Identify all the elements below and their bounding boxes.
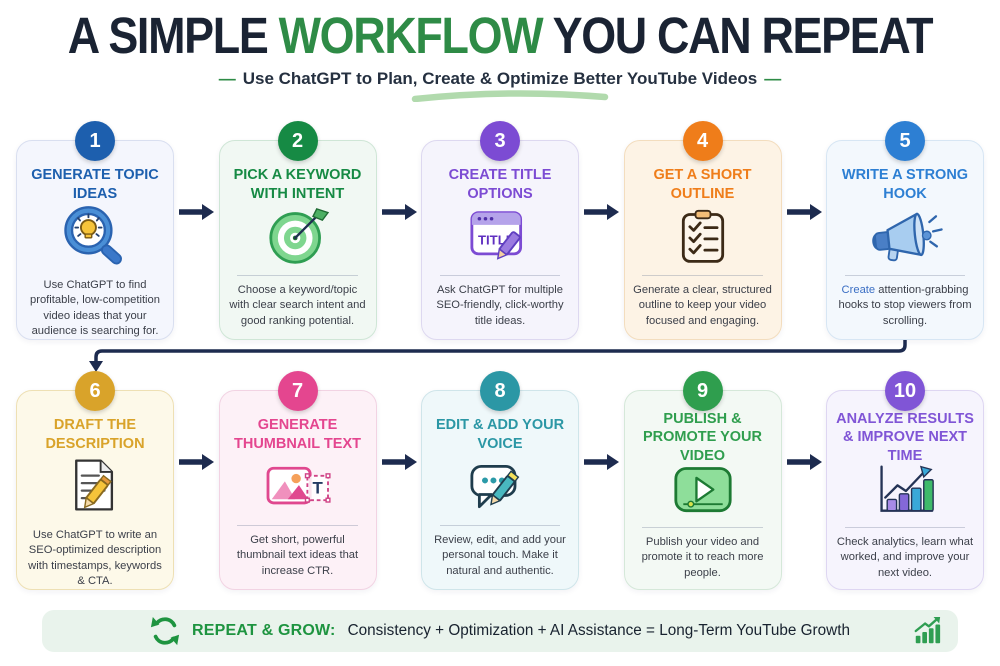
flow-arrow xyxy=(377,390,422,590)
step-title: PUBLISH & PROMOTE YOUR VIDEO xyxy=(643,411,762,464)
card-divider xyxy=(439,525,561,526)
subtitle-dash-left: — xyxy=(218,69,236,89)
step-number-badge: 9 xyxy=(682,371,723,411)
magnifier-lightbulb-icon xyxy=(56,205,134,265)
flow-arrow-icon xyxy=(584,454,620,470)
page-title: A SIMPLE WORKFLOW YOU CAN REPEAT xyxy=(60,7,940,64)
card-divider xyxy=(642,275,763,276)
footer-label: REPEAT & GROW: xyxy=(192,622,336,639)
megaphone-icon xyxy=(866,205,944,269)
flow-arrow xyxy=(579,140,624,340)
step-description: Ask ChatGPT for multiple SEO-friendly, c… xyxy=(436,284,564,327)
step-description: Choose a keyword/topic with clear search… xyxy=(229,284,366,327)
step-card-5: 5 WRITE A STRONG HOOK xyxy=(826,121,984,340)
step-number-badge: 1 xyxy=(75,121,115,161)
step-number-badge: 2 xyxy=(277,121,318,161)
footer-text: Consistency + Optimization + AI Assistan… xyxy=(347,622,850,639)
step-number-badge: 6 xyxy=(75,371,115,411)
workflow-row-1: 1 GENERATE TOPIC IDEAS xyxy=(16,121,984,340)
step-description: Use ChatGPT to write an SEO-optimized de… xyxy=(28,529,162,588)
card-divider xyxy=(642,526,763,528)
step-title: GENERATE TOPIC IDEAS xyxy=(31,167,159,202)
step-card-1: 1 GENERATE TOPIC IDEAS xyxy=(16,121,174,340)
card-divider xyxy=(844,526,966,528)
flow-arrow-icon xyxy=(179,204,215,220)
flow-arrow-icon xyxy=(381,454,417,470)
workflow-row-2: 6 DRAFT THE DESCRIPTION xyxy=(16,371,984,590)
description-lead: Create xyxy=(841,284,876,296)
step-number-badge: 5 xyxy=(885,121,925,161)
title-highlight: WORKFLOW xyxy=(278,7,544,64)
flow-arrow-icon xyxy=(786,204,822,220)
step-title: PICK A KEYWORD WITH INTENT xyxy=(233,167,362,202)
step-number-badge: 3 xyxy=(480,121,520,161)
step-card-2: 2 PICK A KEYWORD WITH INTENT Choose a ke… xyxy=(218,121,377,340)
subtitle-text: Use ChatGPT to Plan, Create & Optimize B… xyxy=(242,69,758,89)
growth-chart-icon xyxy=(866,461,944,521)
step-description: Check analytics, learn what worked, and … xyxy=(836,535,974,579)
svg-text:T: T xyxy=(312,479,323,498)
repeat-grow-banner: REPEAT & GROW: Consistency + Optimizatio… xyxy=(42,610,958,652)
title-post: YOU CAN REPEAT xyxy=(552,7,934,64)
checklist-clipboard-icon xyxy=(664,205,742,269)
title-pre: A SIMPLE xyxy=(67,7,269,64)
step-title: CREATE TITLE OPTIONS xyxy=(448,167,552,202)
step-number-badge: 7 xyxy=(277,371,318,411)
step-card-7: 7 GENERATE THUMBNAIL TEXT T Get shor xyxy=(218,371,377,590)
step-card-9: 9 PUBLISH & PROMOTE YOUR VIDEO Publish y… xyxy=(623,371,782,590)
step-description: Review, edit, and add your personal touc… xyxy=(434,534,566,577)
step-description: Generate a clear, structured outline to … xyxy=(633,284,772,327)
flow-arrow-icon xyxy=(786,454,822,470)
growth-bars-icon xyxy=(914,616,941,644)
step-title: GENERATE THUMBNAIL TEXT xyxy=(233,417,361,452)
step-title: DRAFT THE DESCRIPTION xyxy=(45,417,145,452)
subtitle-dash-right: — xyxy=(764,69,782,89)
step-number-badge: 10 xyxy=(885,371,925,411)
page-subtitle: — Use ChatGPT to Plan, Create & Optimize … xyxy=(0,69,1000,89)
speech-bubble-pencil-icon xyxy=(461,455,539,519)
step-card-3: 3 CREATE TITLE OPTIONS TITLE Ask ChatGPT… xyxy=(421,121,579,340)
card-divider xyxy=(439,275,561,276)
underline-swoosh xyxy=(411,90,609,103)
flow-arrow xyxy=(579,390,624,590)
step-description: Create attention-grabbing hooks to stop … xyxy=(833,283,977,329)
step-card-10: 10 ANALYZE RESULTS & IMPROVE NEXT TIME C… xyxy=(826,371,984,590)
thumbnail-text-icon: T xyxy=(259,455,337,519)
card-divider xyxy=(237,275,358,276)
video-player-icon xyxy=(664,461,742,521)
step-card-8: 8 EDIT & ADD YOUR VOICE Review, edit, an… xyxy=(421,371,579,590)
description-rest: attention-grabbing hooks to stop viewers… xyxy=(838,284,972,327)
header: A SIMPLE WORKFLOW YOU CAN REPEAT — Use Ch… xyxy=(0,7,1000,103)
browser-title-pencil-icon: TITLE xyxy=(461,205,539,269)
card-divider xyxy=(844,275,966,276)
flow-arrow xyxy=(377,140,422,340)
step-number-badge: 4 xyxy=(682,121,723,161)
step-title: GET A SHORT OUTLINE xyxy=(653,167,752,202)
step-title: ANALYZE RESULTS & IMPROVE NEXT TIME xyxy=(836,411,974,464)
step-description: Use ChatGPT to find profitable, low-comp… xyxy=(30,279,160,338)
flow-arrow-icon xyxy=(381,204,417,220)
flow-arrow-icon xyxy=(179,454,215,470)
step-card-6: 6 DRAFT THE DESCRIPTION xyxy=(16,371,174,590)
flow-arrow xyxy=(174,140,219,340)
flow-arrow xyxy=(174,390,219,590)
document-pencil-icon xyxy=(56,455,134,515)
flow-arrow xyxy=(782,390,827,590)
target-arrow-icon xyxy=(259,205,337,269)
card-divider xyxy=(237,525,358,526)
step-card-4: 4 GET A SHORT OUTLINE Generate a clear, … xyxy=(623,121,782,340)
flow-arrow xyxy=(782,140,827,340)
step-description: Publish your video and promote it to rea… xyxy=(641,535,764,579)
repeat-arrows-icon xyxy=(150,616,180,646)
step-description: Get short, powerful thumbnail text ideas… xyxy=(236,534,359,577)
step-title: EDIT & ADD YOUR VOICE xyxy=(435,417,565,452)
step-number-badge: 8 xyxy=(480,371,520,411)
step-title: WRITE A STRONG HOOK xyxy=(841,167,969,202)
flow-arrow-icon xyxy=(584,204,620,220)
